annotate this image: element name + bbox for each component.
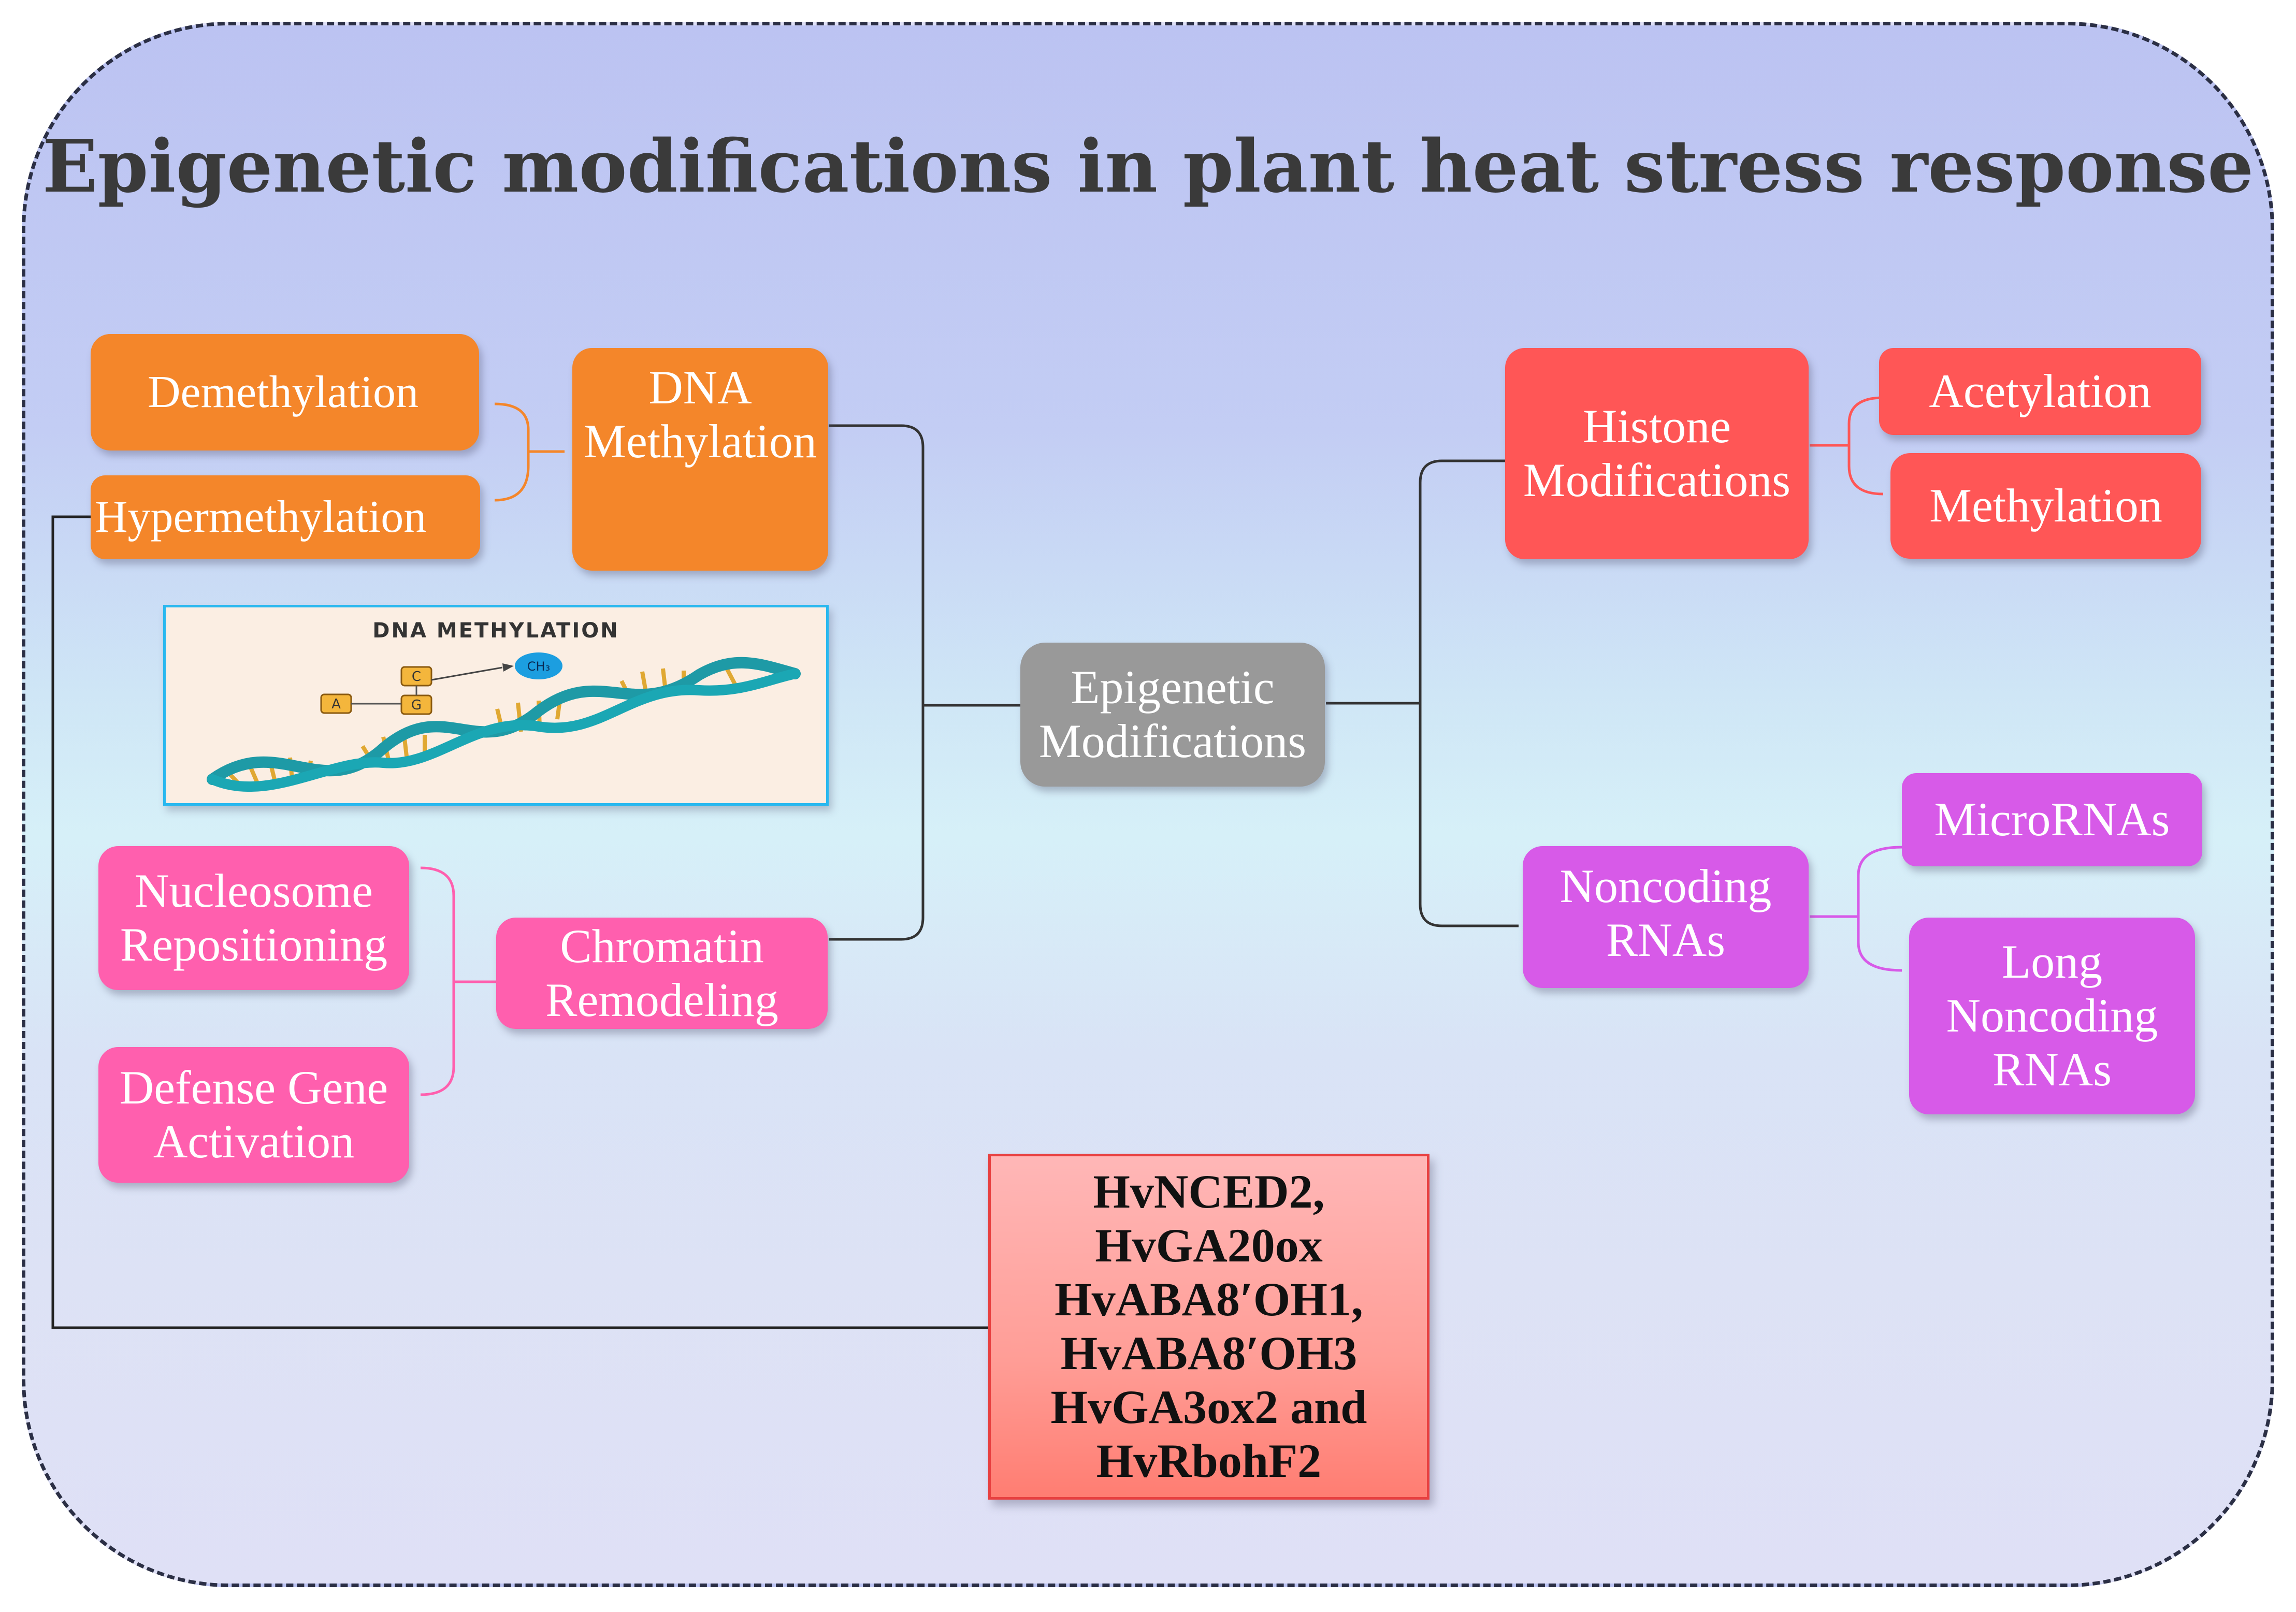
chromatin-remodeling-box: Chromatin Remodeling (496, 918, 828, 1029)
long-noncoding-rnas-label: Long Noncoding RNAs (1946, 935, 2158, 1096)
demethylation-label: Demethylation (148, 367, 418, 417)
chromatin-remodeling-label: Chromatin Remodeling (545, 919, 778, 1026)
epigenetic-modifications-center: Epigenetic Modifications (1020, 643, 1325, 787)
nucleosome-repositioning-label: Nucleosome Repositioning (120, 864, 388, 971)
dna-methylation-bracket (494, 402, 530, 502)
defense-gene-activation-label: Defense Gene Activation (119, 1061, 388, 1168)
target-genes-box: HvNCED2, HvGA20ox HvABA8′OH1, HvABA8′OH3… (988, 1154, 1429, 1500)
target-genes-label: HvNCED2, HvGA20ox HvABA8′OH1, HvABA8′OH3… (1050, 1165, 1367, 1487)
histone-modifications-box: Histone Modifications (1505, 348, 1809, 559)
chromatin-bracket (420, 866, 455, 1096)
illustration-title: DNA METHYLATION (372, 619, 619, 643)
helix-strand-b (207, 669, 800, 792)
dna-methylation-box: DNA Methylation (572, 348, 828, 571)
helix-strand-a (207, 657, 801, 785)
right-trunk-connector (1419, 459, 1519, 927)
micrornas-label: MicroRNAs (1934, 793, 2170, 846)
base-c-label: C (412, 669, 421, 685)
center-label: Epigenetic Modifications (1038, 661, 1307, 767)
methyl-arrow (431, 666, 503, 681)
histone-modifications-label: Histone Modifications (1523, 400, 1791, 506)
dna-methylation-label: DNA Methylation (584, 361, 817, 468)
acetylation-label: Acetylation (1929, 365, 2151, 418)
hypermethylation-box: Hypermethylation (91, 475, 480, 559)
hypermethylation-genes-connector (51, 515, 988, 1329)
methyl-label: CH₃ (527, 659, 550, 674)
long-noncoding-rnas-box: Long Noncoding RNAs (1909, 918, 2195, 1114)
methylation-box: Methylation (1890, 453, 2201, 559)
defense-gene-activation-box: Defense Gene Activation (98, 1047, 409, 1183)
demethylation-box: Demethylation (91, 334, 479, 451)
dna-methylation-illustration: DNA METHYLATION A C G CH₃ (163, 605, 829, 806)
hypermethylation-label: Hypermethylation (95, 492, 427, 543)
dna-helix-drawing: A C G CH₃ (207, 652, 801, 792)
left-trunk-connector (829, 424, 925, 941)
noncoding-rnas-label: Noncoding RNAs (1559, 860, 1772, 966)
methyl-group-icon (515, 652, 562, 679)
methylation-label: Methylation (1929, 479, 2162, 532)
nucleosome-repositioning-box: Nucleosome Repositioning (98, 846, 409, 990)
acetylation-box: Acetylation (1879, 348, 2201, 435)
noncoding-rnas-box: Noncoding RNAs (1523, 846, 1809, 988)
page-title: Epigenetic modifications in plant heat s… (42, 124, 2254, 209)
base-a-label: A (331, 696, 341, 712)
histone-bracket (1847, 396, 1884, 496)
micrornas-box: MicroRNAs (1902, 773, 2202, 866)
noncoding-bracket (1857, 846, 1902, 972)
base-g-label: G (411, 698, 422, 713)
